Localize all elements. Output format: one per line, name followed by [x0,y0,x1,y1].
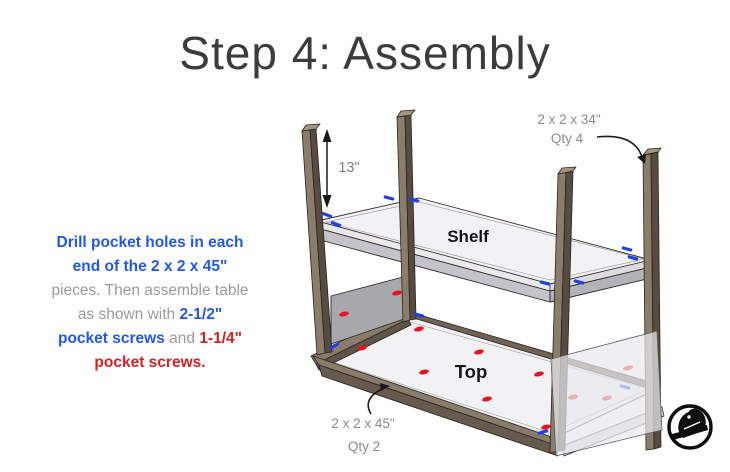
page-title: Step 4: Assembly [179,27,551,79]
rails-callout-qty: Qty 2 [347,439,381,454]
legs-callout-arrow [596,135,646,164]
instruction-line: Drill pocket holes in each [56,234,244,251]
rails-callout-arrow [367,383,390,415]
instruction-line: pocket screws. [94,354,206,371]
instruction-text: Drill pocket holes in each end of the 2 x… [35,231,265,375]
leg-back-left [396,109,417,323]
dimension-arrow [322,129,332,208]
shelf-label: Shelf [447,227,489,246]
instruction-line: pieces. Then assemble table [51,282,249,299]
instruction-line: pocket screws and 1-1/4" [57,330,242,347]
instruction-line: end of the 2 x 2 x 45" [72,258,228,275]
maker-logo [667,404,713,450]
top-panel-assembly [310,275,665,457]
right-end-panel [550,330,663,457]
legs-callout-qty: Qty 4 [550,131,584,146]
rails-callout-size: 2 x 2 x 45" [331,416,395,431]
shelf-assembly [312,197,652,303]
leg-front-left [301,123,333,356]
blue-pocket-screw-marks [321,195,639,435]
instruction-line: as shown with 2-1/2" [77,306,223,323]
legs-callout-size: 2 x 2 x 34" [537,112,601,127]
top-label: Top [454,361,488,382]
dimension-label: 13" [338,160,360,176]
